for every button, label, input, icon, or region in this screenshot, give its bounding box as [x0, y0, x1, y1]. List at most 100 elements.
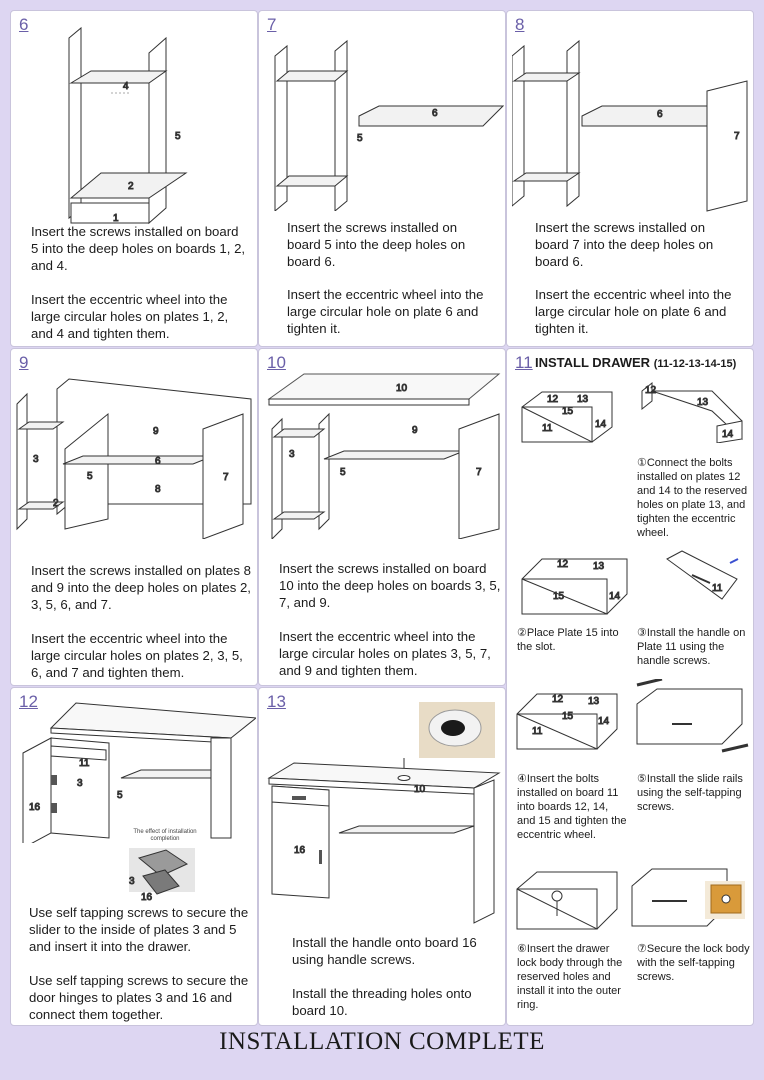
part-label: 12	[557, 559, 569, 570]
step-6-illustration: 4 5 2 1	[51, 23, 221, 228]
part-label: 15	[562, 711, 574, 722]
step-9-text-2: Insert the eccentric wheel into the larg…	[31, 631, 243, 680]
part-label: 16	[141, 892, 153, 902]
drawer-handle-illustration: 11	[662, 549, 742, 601]
part-label: 1	[113, 213, 119, 224]
part-label: 3	[129, 876, 135, 887]
drawer-step-6-text: ⑥Insert the drawer lock body through the…	[517, 943, 623, 1011]
grommet-detail-illustration	[417, 700, 497, 760]
step-7-text-2: Insert the eccentric wheel into the larg…	[287, 287, 484, 336]
drawer-assembly-illustration-2: 12 13 14	[637, 381, 747, 443]
step-9-panel: 9 9 3 6 5 7 8 2 Insert the screws instal…	[10, 348, 258, 686]
step-10-text-1: Insert the screws installed on board 10 …	[279, 561, 501, 610]
step-number: 8	[515, 15, 525, 34]
part-label: 9	[412, 425, 418, 436]
part-label: 12	[552, 694, 564, 705]
step-8-text-2: Insert the eccentric wheel into the larg…	[535, 287, 732, 336]
step-6-text-2: Insert the eccentric wheel into the larg…	[31, 292, 229, 341]
step-11-title-text: INSTALL DRAWER	[535, 355, 651, 370]
drawer-assembly-illustration-4: 12 13 15 14 11	[512, 684, 622, 754]
step-12-text-2: Use self tapping screws to secure the do…	[29, 973, 249, 1022]
step-9-illustration: 9 3 6 5 7 8 2	[13, 374, 257, 539]
step-6-text-1: Insert the screws installed on board 5 i…	[31, 224, 246, 273]
part-label: 11	[542, 423, 553, 434]
part-label: 5	[340, 467, 346, 478]
drawer-step-3-text: ③Install the handle on Plate 11 using th…	[637, 627, 746, 667]
hinge-detail-illustration: 3 16	[121, 840, 201, 902]
part-label: 13	[697, 397, 709, 408]
installation-effect-caption: The effect of installation completion	[133, 829, 197, 842]
part-label: 2	[53, 498, 59, 509]
drawer-step-7-text: ⑦Secure the lock body with the self-tapp…	[637, 943, 750, 983]
step-10-panel: 10 10 9 3 5 7 Insert the screws installe…	[258, 348, 506, 686]
part-label: 16	[294, 845, 306, 856]
step-9-text-1: Insert the screws installed on plates 8 …	[31, 563, 251, 612]
drawer-lock-illustration	[512, 864, 622, 939]
step-number: 13	[267, 692, 286, 711]
part-label: 10	[414, 784, 426, 795]
drawer-step-1-text: ①Connect the bolts installed on plates 1…	[637, 457, 748, 539]
part-label: 5	[87, 471, 93, 482]
drawer-step-2-text: ②Place Plate 15 into the slot.	[517, 627, 619, 653]
part-label: 14	[595, 419, 607, 430]
step-11-part-range: (11-12-13-14-15)	[653, 358, 737, 370]
part-label: 7	[734, 131, 740, 142]
part-label: 5	[117, 790, 123, 801]
step-8-illustration: 6 7	[512, 31, 752, 216]
step-12-text-1: Use self tapping screws to secure the sl…	[29, 905, 249, 954]
part-label: 14	[598, 716, 610, 727]
step-13-text-2: Install the threading holes onto board 1…	[292, 986, 472, 1018]
part-label: 3	[77, 778, 83, 789]
part-label: 6	[432, 108, 438, 119]
part-label: 10	[396, 383, 408, 394]
slide-rail-illustration	[632, 679, 750, 754]
step-10-illustration: 10 9 3 5 7	[264, 369, 504, 539]
part-label: 13	[593, 561, 605, 572]
part-label: 15	[553, 591, 565, 602]
step-number: 11	[515, 353, 533, 372]
step-number: 10	[267, 353, 286, 372]
step-8-text-1: Insert the screws installed on board 7 i…	[535, 220, 714, 269]
drawer-step-4-text: ④Insert the bolts installed on board 11 …	[517, 773, 627, 841]
drawer-step-5-text: ⑤Install the slide rails using the self-…	[637, 773, 743, 813]
part-label: 11	[79, 758, 90, 769]
part-label: 16	[29, 802, 41, 813]
part-label: 7	[476, 467, 482, 478]
part-label: 7	[223, 472, 229, 483]
step-7-panel: 7 6 5 Insert the screws installed on boa…	[258, 10, 506, 347]
step-number: 9	[19, 353, 29, 372]
step-8-panel: 8 6 7 Insert the screws installed on boa…	[506, 10, 754, 347]
step-10-text-2: Insert the eccentric wheel into the larg…	[279, 629, 491, 678]
part-label: 6	[657, 109, 663, 120]
part-label: 2	[128, 181, 134, 192]
step-12-panel: 12 11 3 5 16 The effect of installation …	[10, 687, 258, 1026]
step-7-text-1: Insert the screws installed on board 5 i…	[287, 220, 466, 269]
part-label: 5	[357, 133, 363, 144]
part-label: 14	[722, 429, 734, 440]
drawer-assembly-illustration-1: 12 13 15 11 14	[517, 387, 617, 447]
part-label: 3	[289, 449, 295, 460]
step-number: 12	[19, 692, 38, 711]
step-11-title: INSTALL DRAWER (11-12-13-14-15)	[535, 355, 736, 370]
step-13-text-1: Install the handle onto board 16 using h…	[292, 935, 477, 967]
part-label: 8	[155, 484, 161, 495]
part-label: 15	[562, 406, 574, 417]
part-label: 14	[609, 591, 621, 602]
installation-complete-footer: INSTALLATION COMPLETE	[219, 1028, 545, 1055]
part-label: 6	[155, 456, 161, 467]
step-13-illustration: 10 16	[264, 758, 504, 928]
step-number: 7	[267, 15, 277, 34]
step-11-panel: 11 INSTALL DRAWER (11-12-13-14-15) 12 13…	[506, 348, 754, 1026]
part-label: 9	[153, 426, 159, 437]
part-label: 13	[577, 394, 589, 405]
part-label: 3	[33, 454, 39, 465]
drawer-assembly-illustration-3: 12 13 15 14	[517, 549, 632, 619]
part-label: 12	[547, 394, 559, 405]
step-number: 6	[19, 15, 29, 34]
step-6-panel: 6 4 5 2 1 Insert the screws installed on…	[10, 10, 258, 347]
part-label: 4	[123, 81, 129, 92]
lock-body-illustration	[627, 861, 751, 941]
part-label: 11	[712, 583, 723, 594]
step-12-illustration: 11 3 5 16	[21, 698, 256, 843]
part-label: 11	[532, 726, 543, 737]
